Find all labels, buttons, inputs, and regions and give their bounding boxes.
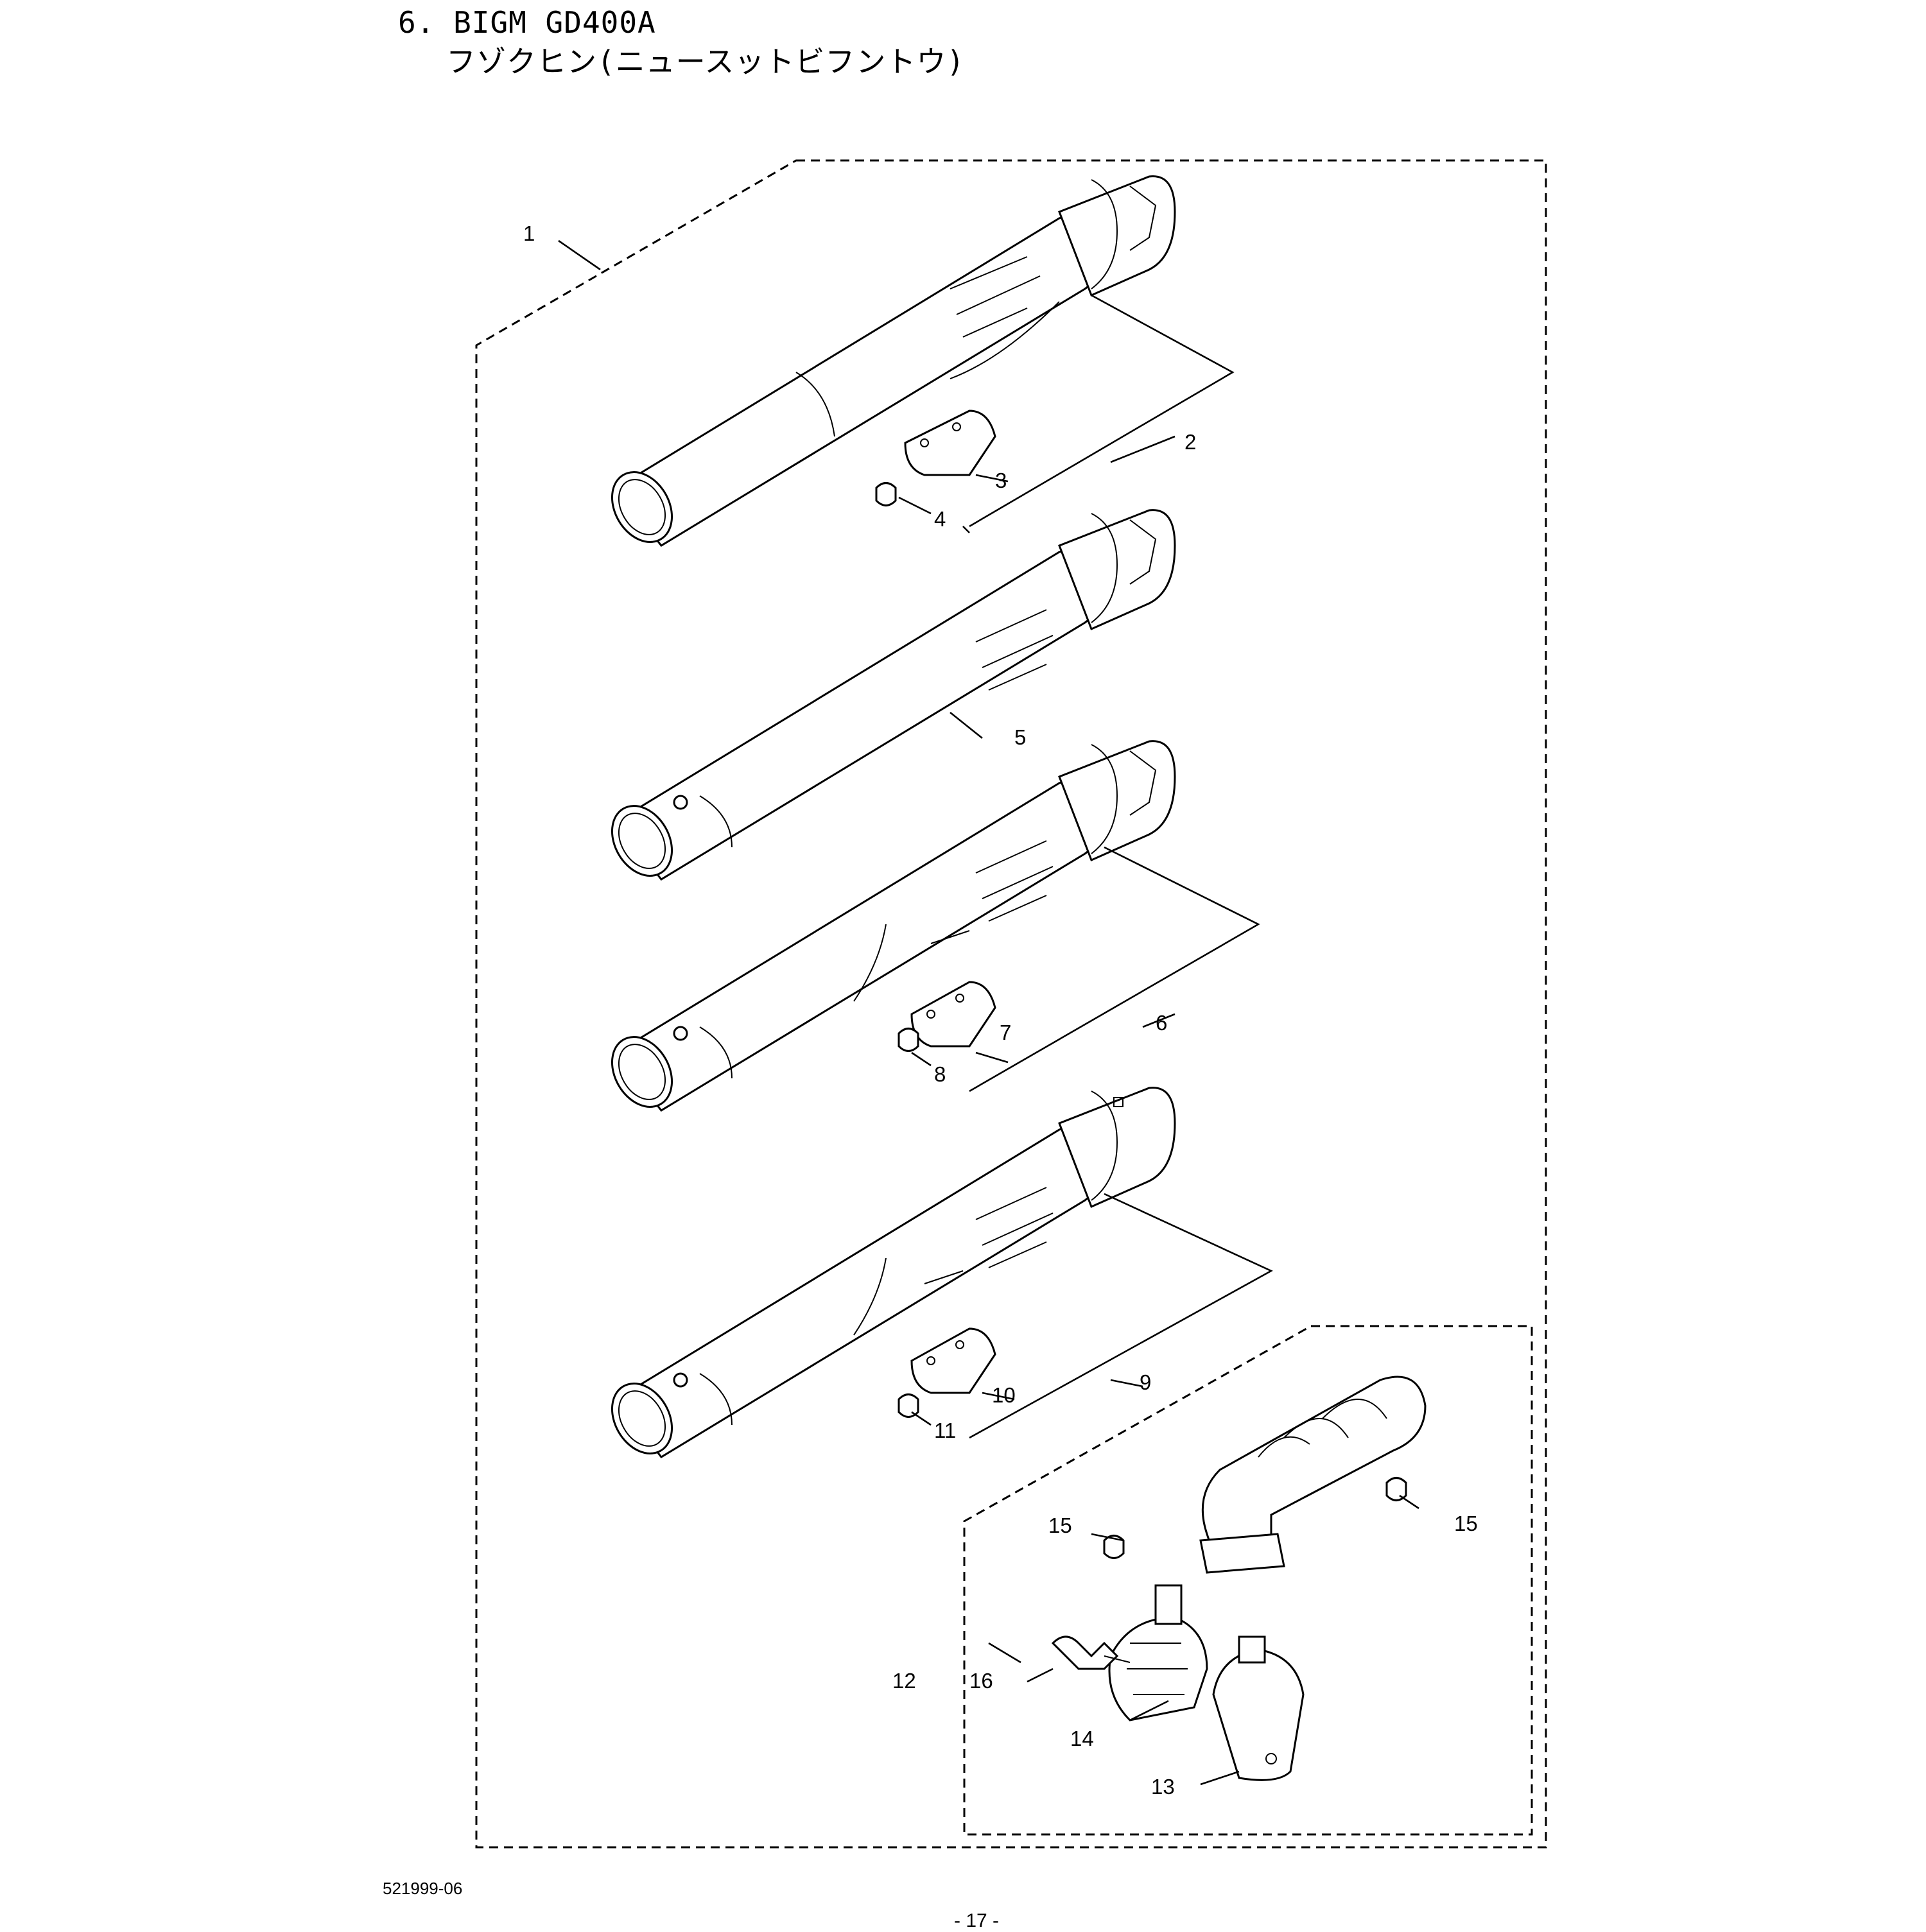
bracket-part-14 <box>1108 1584 1208 1721</box>
pipe-part-9 <box>611 1087 1176 1458</box>
screw-part-8 <box>898 1028 919 1052</box>
part-label-15-left: 15 <box>1048 1514 1072 1537</box>
part-label-12: 12 <box>892 1669 916 1693</box>
clip-part-3 <box>904 410 996 476</box>
pipe-part-2 <box>611 175 1176 547</box>
part-label-15-right: 15 <box>1454 1512 1478 1535</box>
part-label-10: 10 <box>992 1383 1016 1407</box>
leader-lines <box>558 239 1419 1786</box>
screw-part-4 <box>875 482 897 506</box>
assembly-boundary-inner <box>963 1325 1533 1836</box>
part-label-16: 16 <box>969 1669 993 1693</box>
diagram-subtitle: フゾクヒン(ニュースットビフントウ) <box>446 44 966 79</box>
knob-part-16 <box>1051 1635 1131 1670</box>
part-label-6: 6 <box>1156 1011 1167 1035</box>
part-label-13: 13 <box>1151 1775 1175 1798</box>
part-label-5: 5 <box>1014 725 1026 749</box>
diagram-title: 6. BIGM GD400A <box>398 5 656 40</box>
elbow-nozzle <box>1199 1376 1427 1574</box>
page-number: - 17 - <box>954 1910 1000 1931</box>
part-label-2: 2 <box>1184 430 1196 454</box>
clip-part-7 <box>910 981 996 1048</box>
screw-part-11 <box>898 1393 919 1418</box>
pipe-part-5 <box>611 509 1176 881</box>
clamp-part-13 <box>1212 1635 1305 1781</box>
pipe-part-6 <box>611 740 1176 1112</box>
part-label-1: 1 <box>523 221 535 245</box>
part-label-14: 14 <box>1070 1727 1094 1750</box>
screw-part-15-left <box>1103 1535 1125 1559</box>
part-label-8: 8 <box>934 1062 946 1086</box>
part-label-7: 7 <box>1000 1021 1011 1044</box>
part-label-9: 9 <box>1140 1370 1151 1394</box>
part-label-4: 4 <box>934 507 946 531</box>
part-label-11: 11 <box>934 1419 956 1442</box>
assembly-boundary-outer <box>475 159 1547 1849</box>
screw-part-15-right <box>1385 1477 1407 1501</box>
clip-part-10 <box>910 1327 996 1394</box>
part-label-3: 3 <box>995 469 1007 492</box>
drawing-code: 521999-06 <box>383 1879 463 1898</box>
